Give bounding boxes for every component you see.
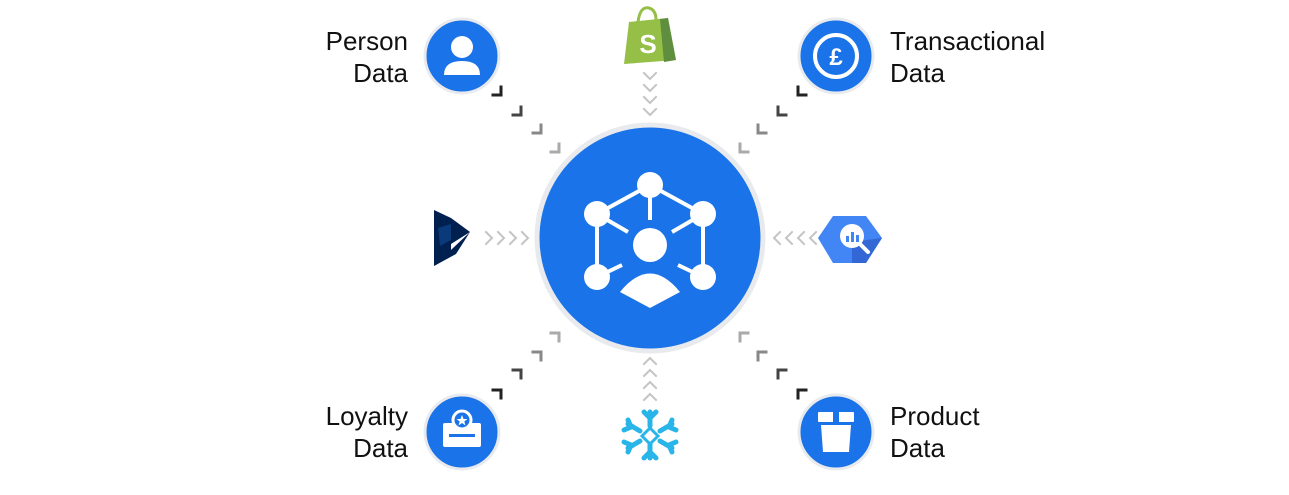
person-data-label: Person Data [250,25,408,89]
shopify-bag-icon: S [624,6,676,64]
product-data-label-line2: Data [890,433,945,463]
loyalty-data-node [423,393,501,471]
person-data-node [423,17,501,95]
arrow-shopify-to-hub [642,71,658,117]
arrow-loyalty-to-hub [491,331,561,400]
product-data-label: Product Data [890,400,1090,464]
transactional-data-label-line2: Data [890,58,945,88]
product-data-node [797,393,875,471]
shopify-glyph: S [639,29,656,59]
loyalty-card-icon [443,409,481,447]
person-icon [444,36,480,75]
arrow-bigquery-to-hub [772,230,818,246]
connector-arrows [484,71,818,402]
loyalty-data-label-line2: Data [353,433,408,463]
product-box-icon [818,412,854,452]
transactional-data-node: £ [797,17,875,95]
arrow-transactional-to-hub [738,85,808,154]
snowflake-logo-icon [621,409,679,461]
arrow-person-to-hub [491,85,561,154]
svg-text:£: £ [829,44,843,71]
person-data-label-line1: Person [325,26,408,56]
central-hub [534,122,766,354]
transactional-data-label-line1: Transactional [890,26,1046,56]
arrow-dynamics-to-hub [484,230,530,246]
bigquery-logo-icon [818,216,882,263]
loyalty-data-label: Loyalty Data [250,400,408,464]
pound-coin-icon: £ [813,33,859,79]
product-data-label-line1: Product [890,401,980,431]
arrow-snowflake-to-hub [642,356,658,402]
customer-data-graph-icon [584,172,716,308]
dynamics-logo-icon [434,210,470,266]
transactional-data-label: Transactional Data [890,25,1090,89]
arrow-product-to-hub [738,331,808,400]
loyalty-data-label-line1: Loyalty [325,401,408,431]
person-data-label-line2: Data [353,58,408,88]
